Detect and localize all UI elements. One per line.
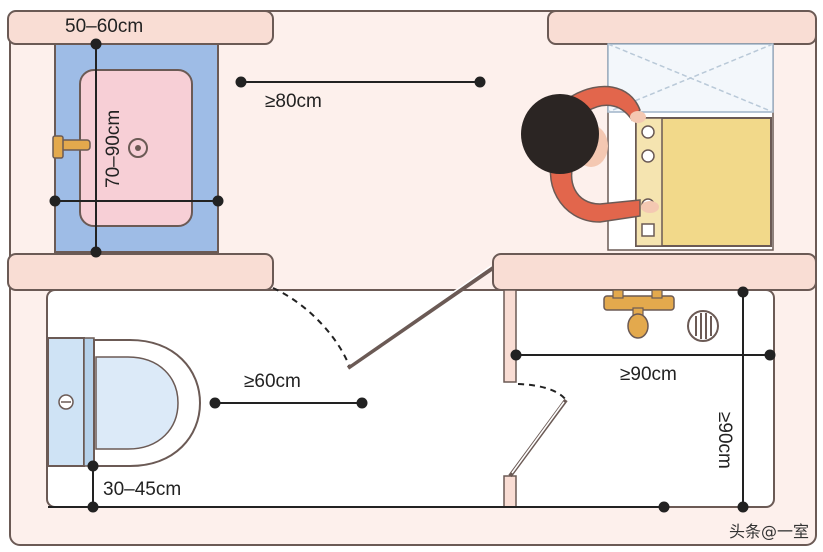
wall-middle-left — [7, 253, 274, 291]
dimension-sink-passage — [235, 76, 486, 88]
dimension-shower-depth — [737, 286, 749, 513]
label-toilet-center: 30–45cm — [103, 479, 182, 500]
dimension-sink-depth — [90, 38, 102, 258]
shower-partition-bottom — [503, 475, 517, 508]
label-sink-depth: 70–90cm — [103, 109, 124, 188]
shower-door-swing — [517, 383, 567, 401]
drain-outer — [128, 138, 148, 158]
label-sink-passage: ≥80cm — [265, 91, 322, 112]
wall-top-right — [547, 10, 817, 45]
faucet-base — [52, 135, 64, 159]
dimension-toilet-center — [48, 460, 670, 513]
watermark: 头条@一室 — [728, 522, 809, 541]
dimension-shower-width — [510, 349, 776, 361]
drain-inner — [135, 145, 141, 151]
door-icon — [346, 266, 495, 370]
label-sink-width: 50–60cm — [65, 16, 144, 37]
wall-middle-right — [492, 253, 817, 291]
dimension-toilet-passage — [209, 397, 368, 409]
floor-drain-icon — [687, 310, 719, 342]
door-panel-inner — [349, 265, 492, 365]
person-icon — [521, 85, 659, 223]
toilet-icon — [47, 337, 202, 467]
label-toilet-passage: ≥60cm — [244, 371, 301, 392]
dimension-sink-width — [49, 195, 224, 207]
shower-partition — [503, 289, 517, 383]
shower-door-inner — [511, 401, 565, 474]
door-swing-left — [272, 287, 351, 369]
label-shower-width: ≥90cm — [620, 364, 677, 385]
counter-icon — [635, 117, 772, 247]
label-shower-depth: ≥90cm — [714, 412, 735, 469]
sink-icon — [52, 43, 219, 253]
shower-faucet-icon — [603, 289, 675, 339]
